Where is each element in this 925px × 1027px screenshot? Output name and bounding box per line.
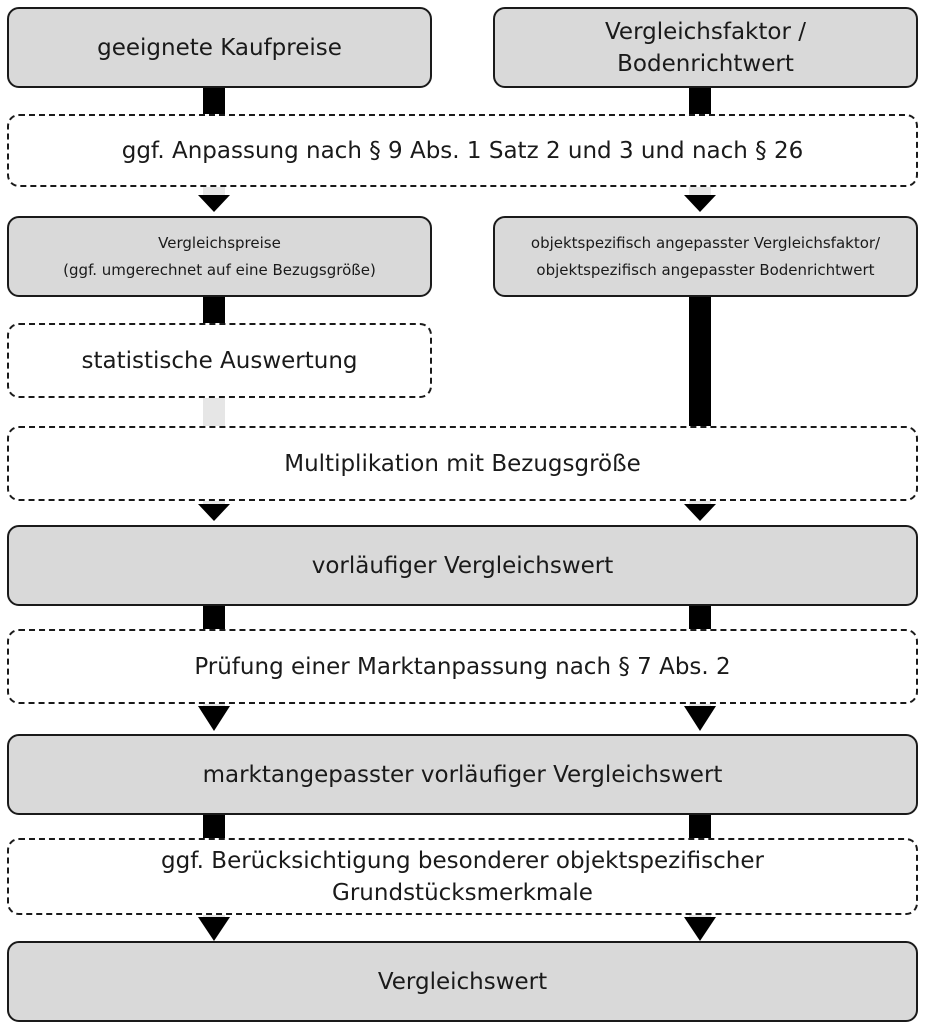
- box-vergleichspreise: Vergleichspreise (ggf. umgerechnet auf e…: [7, 216, 432, 297]
- box-vorlaeufiger-vergleichswert-label: vorläufiger Vergleichswert: [311, 552, 614, 579]
- box-anpassung-label: ggf. Anpassung nach § 9 Abs. 1 Satz 2 un…: [121, 137, 804, 164]
- box-angepasst-line2: objektspezifisch angepasster Bodenrichtw…: [536, 260, 875, 279]
- box-geeignete-kaufpreise-label: geeignete Kaufpreise: [97, 34, 342, 61]
- box-multiplikation-label: Multiplikation mit Bezugsgröße: [284, 450, 641, 477]
- box-vergleichspreise-line2: (ggf. umgerechnet auf eine Bezugsgröße): [63, 260, 376, 279]
- box-pruefung-marktanpassung-label: Prüfung einer Marktanpassung nach § 7 Ab…: [194, 653, 731, 680]
- box-vergleichsfaktor-line2: Bodenrichtwert: [617, 50, 794, 77]
- box-angepasst-line1: objektspezifisch angepasster Vergleichsf…: [530, 233, 881, 252]
- box-beruecksichtigung-line2: Grundstücksmerkmale: [332, 879, 593, 906]
- box-statistische-auswertung-label: statistische Auswertung: [81, 347, 358, 374]
- box-anpassung: ggf. Anpassung nach § 9 Abs. 1 Satz 2 un…: [7, 114, 918, 187]
- box-marktangepasster-vergleichswert-label: marktangepasster vorläufiger Vergleichsw…: [202, 761, 723, 788]
- box-vergleichswert-label: Vergleichswert: [377, 968, 548, 995]
- box-objektspezifisch-angepasst: objektspezifisch angepasster Vergleichsf…: [493, 216, 918, 297]
- box-geeignete-kaufpreise: geeignete Kaufpreise: [7, 7, 432, 88]
- box-multiplikation: Multiplikation mit Bezugsgröße: [7, 426, 918, 501]
- box-vergleichsfaktor-line1: Vergleichsfaktor /: [604, 18, 806, 45]
- box-pruefung-marktanpassung: Prüfung einer Marktanpassung nach § 7 Ab…: [7, 629, 918, 704]
- box-beruecksichtigung-line1: ggf. Berücksichtigung besonderer objekts…: [161, 847, 764, 874]
- box-beruecksichtigung-merkmale: ggf. Berücksichtigung besonderer objekts…: [7, 838, 918, 915]
- box-marktangepasster-vergleichswert: marktangepasster vorläufiger Vergleichsw…: [7, 734, 918, 815]
- box-vergleichsfaktor-bodenrichtwert: Vergleichsfaktor / Bodenrichtwert: [493, 7, 918, 88]
- box-vergleichspreise-line1: Vergleichspreise: [158, 233, 281, 252]
- box-vorlaeufiger-vergleichswert: vorläufiger Vergleichswert: [7, 525, 918, 606]
- box-statistische-auswertung: statistische Auswertung: [7, 323, 432, 398]
- box-vergleichswert: Vergleichswert: [7, 941, 918, 1022]
